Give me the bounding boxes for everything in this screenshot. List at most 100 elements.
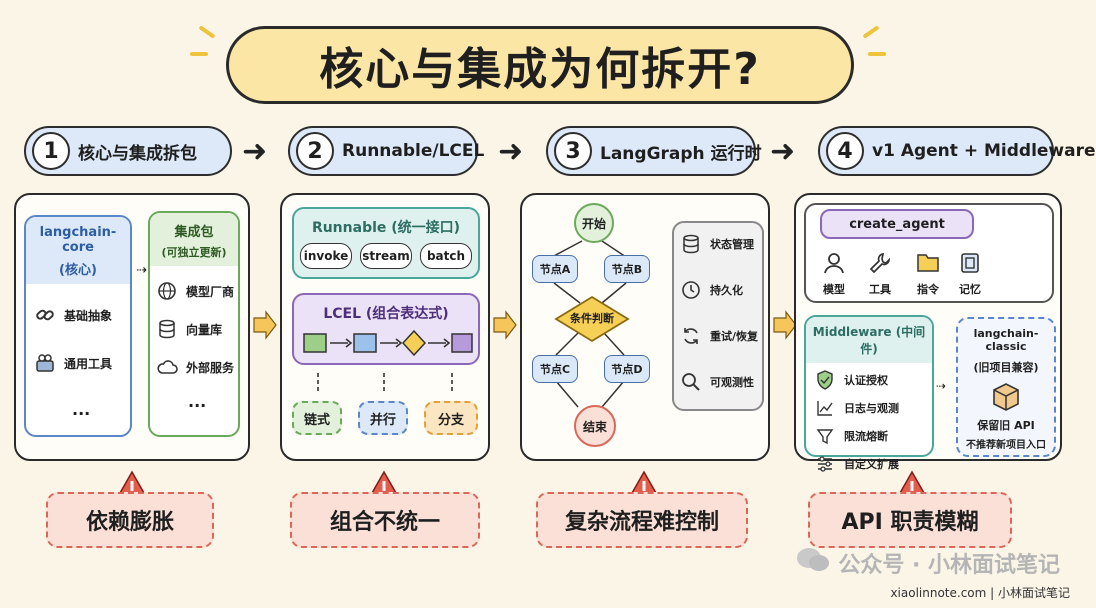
classic-title: langchain-classic (973, 327, 1039, 353)
feature-state: 状态管理 (680, 233, 762, 255)
integration-item-models: 模型厂商 (156, 280, 238, 302)
arrow-right-icon: ➜ (242, 134, 268, 169)
core-item-label: 通用工具 (64, 356, 113, 371)
panel-langgraph: 开始 节点A 节点B 条件判断 节点C 节点D 结束 状态管理 持久化 重试/恢… (520, 193, 770, 461)
filter-icon (814, 425, 836, 447)
title-spark-left-2 (190, 52, 208, 56)
integration-box: 集成包 (可独立更新) 模型厂商 向量库 外部服务 ... (148, 211, 240, 437)
middleware-item-auth: 认证授权 (814, 369, 932, 391)
refresh-icon (680, 325, 702, 347)
mode-chain: 链式 (292, 401, 342, 435)
feature-label: 重试/恢复 (710, 330, 759, 343)
cloud-icon (156, 356, 178, 378)
part-label: 模型 (823, 283, 845, 296)
core-box: langchain-core (核心) 基础抽象 通用工具 ... (24, 215, 132, 437)
database-icon (680, 233, 702, 255)
lcel-title: LCEL (组合表达式) (323, 306, 449, 322)
arrow-right-icon: ➜ (770, 134, 796, 169)
integration-item-label: 外部服务 (186, 360, 235, 375)
step-pill-1: 1 核心与集成拆包 (24, 126, 232, 176)
toolbox-icon (34, 352, 56, 374)
core-item-abstraction: 基础抽象 (34, 304, 130, 326)
core-subtitle: (核心) (59, 263, 97, 278)
stream-button: stream (360, 243, 412, 269)
folder-icon (914, 251, 942, 277)
memory-icon (956, 251, 984, 277)
page-title: 核心与集成为何拆开? (319, 44, 761, 95)
chart-icon (814, 397, 836, 419)
arrow-right-icon (253, 310, 277, 340)
arrow-right-icon (773, 310, 797, 340)
clock-icon (680, 279, 702, 301)
middleware-item-label: 认证授权 (844, 374, 888, 387)
arrow-right-icon: ➜ (498, 134, 524, 169)
feature-persistence: 持久化 (680, 279, 762, 301)
node-c: 节点C (532, 355, 578, 383)
database-icon (156, 318, 178, 340)
mode-branch: 分支 (424, 401, 478, 435)
integration-header: 集成包 (可独立更新) (150, 213, 238, 266)
integration-title: 集成包 (174, 225, 214, 240)
invoke-button: invoke (300, 243, 352, 269)
integration-more: ... (188, 392, 207, 411)
mode-parallel: 并行 (358, 401, 408, 435)
problem-composition: 组合不统一 (290, 492, 480, 548)
runtime-features-box: 状态管理 持久化 重试/恢复 可观测性 (672, 221, 764, 411)
classic-box: langchain-classic (旧项目兼容) 保留旧 API 不推荐新项目… (956, 317, 1056, 457)
runnable-title: Runnable (统一接口) (311, 220, 461, 236)
middleware-item-label: 限流熔断 (844, 430, 888, 443)
magnifier-icon (680, 371, 702, 393)
panel-core-integration: langchain-core (核心) 基础抽象 通用工具 ... ⇢ 集成包 … (14, 193, 250, 461)
integration-subtitle: (可独立更新) (161, 246, 227, 259)
problem-dependency-bloat: 依赖膨胀 (46, 492, 214, 548)
panel-runnable-lcel: Runnable (统一接口) invoke stream batch LCEL… (280, 193, 490, 461)
link-icon (34, 304, 56, 326)
title-spark-right-2 (868, 52, 886, 56)
title-spark-right-1 (862, 25, 880, 39)
middleware-item-extend: 自定义扩展 (814, 453, 932, 475)
user-icon (820, 251, 848, 277)
runnable-box: Runnable (统一接口) invoke stream batch (292, 207, 480, 279)
integration-item-vector: 向量库 (156, 318, 238, 340)
classic-note-2: 不推荐新项目入口 (966, 440, 1046, 451)
step-label: LangGraph 运行时 (600, 143, 762, 164)
node-d: 节点D (604, 355, 650, 383)
middleware-item-ratelimit: 限流熔断 (814, 425, 932, 447)
core-item-label: 基础抽象 (64, 308, 113, 323)
sliders-icon (814, 453, 836, 475)
feature-retry: 重试/恢复 (680, 325, 762, 347)
integration-item-services: 外部服务 (156, 356, 238, 378)
feature-observability: 可观测性 (680, 371, 762, 393)
step-number: 1 (32, 132, 70, 170)
node-a: 节点A (532, 255, 578, 283)
step-label: v1 Agent + Middleware (872, 141, 1096, 161)
lcel-pipeline-icon (303, 329, 473, 357)
problem-complex-flow: 复杂流程难控制 (536, 492, 748, 548)
step-number: 2 (296, 132, 334, 170)
watermark-footer: xiaolinnote.com | 小林面试笔记 (890, 586, 1070, 600)
wechat-icon (796, 546, 830, 580)
dashed-arrow-icon: ⇢ (936, 379, 947, 393)
flow-connectors (551, 240, 627, 408)
problem-api-ambiguity: API 职责模糊 (808, 492, 1012, 548)
dashed-connectors (317, 373, 453, 393)
step-pill-4: 4 v1 Agent + Middleware (818, 126, 1096, 176)
globe-icon (156, 280, 178, 302)
lcel-box: LCEL (组合表达式) (292, 293, 480, 365)
feature-label: 持久化 (710, 284, 743, 297)
start-node: 开始 (574, 203, 614, 243)
step-pill-3: 3 LangGraph 运行时 (546, 126, 762, 176)
middleware-box: Middleware (中间件) 认证授权 日志与观测 限流熔断 自定义扩展 (804, 315, 934, 472)
decision-label: 条件判断 (570, 312, 614, 325)
step-pill-2: 2 Runnable/LCEL (288, 126, 484, 176)
agent-box: create_agent 模型 工具 指令 记忆 (804, 203, 1054, 303)
step-label: 核心与集成拆包 (78, 143, 197, 164)
classic-subtitle: (旧项目兼容) (973, 361, 1039, 374)
middleware-item-label: 自定义扩展 (844, 458, 899, 471)
classic-note-1: 保留旧 API (977, 419, 1035, 432)
box-icon (958, 381, 1054, 411)
feature-label: 状态管理 (710, 238, 754, 251)
middleware-title: Middleware (中间件) (806, 317, 932, 363)
core-header: langchain-core (核心) (26, 217, 130, 284)
title-spark-left-1 (198, 25, 216, 39)
